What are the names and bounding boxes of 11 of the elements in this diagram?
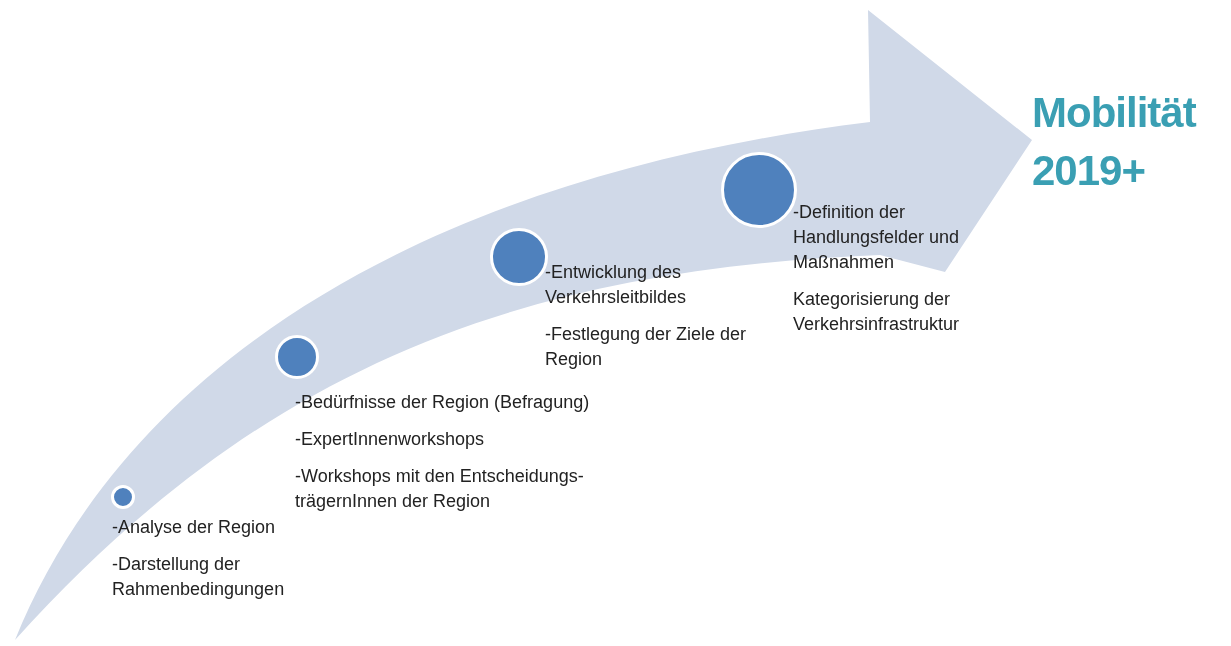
step-text: -Entwicklung des Verkehrsleitbildes: [545, 261, 688, 309]
step-text: -ExpertInnenworkshops: [295, 428, 486, 451]
step-text: -Workshops mit den Entscheidungs-trägernInnen der Region: [295, 465, 585, 513]
step-text: -Festlegung der Ziele der Region: [545, 323, 748, 371]
step-text: -Definition der Handlungsfelder und Maßnahmen: [793, 201, 961, 274]
step-text: -Analyse der Region: [112, 516, 277, 539]
step-text: -Darstellung der Rahmenbedingungen: [112, 553, 286, 601]
step-circle: [111, 485, 135, 509]
title: Mobilität 2019+: [1032, 88, 1198, 196]
step-text: -Bedürfnisse der Region (Befragung): [295, 391, 591, 414]
step-text: Kategorisierung der Verkehrsinfrastruktur: [793, 288, 961, 336]
